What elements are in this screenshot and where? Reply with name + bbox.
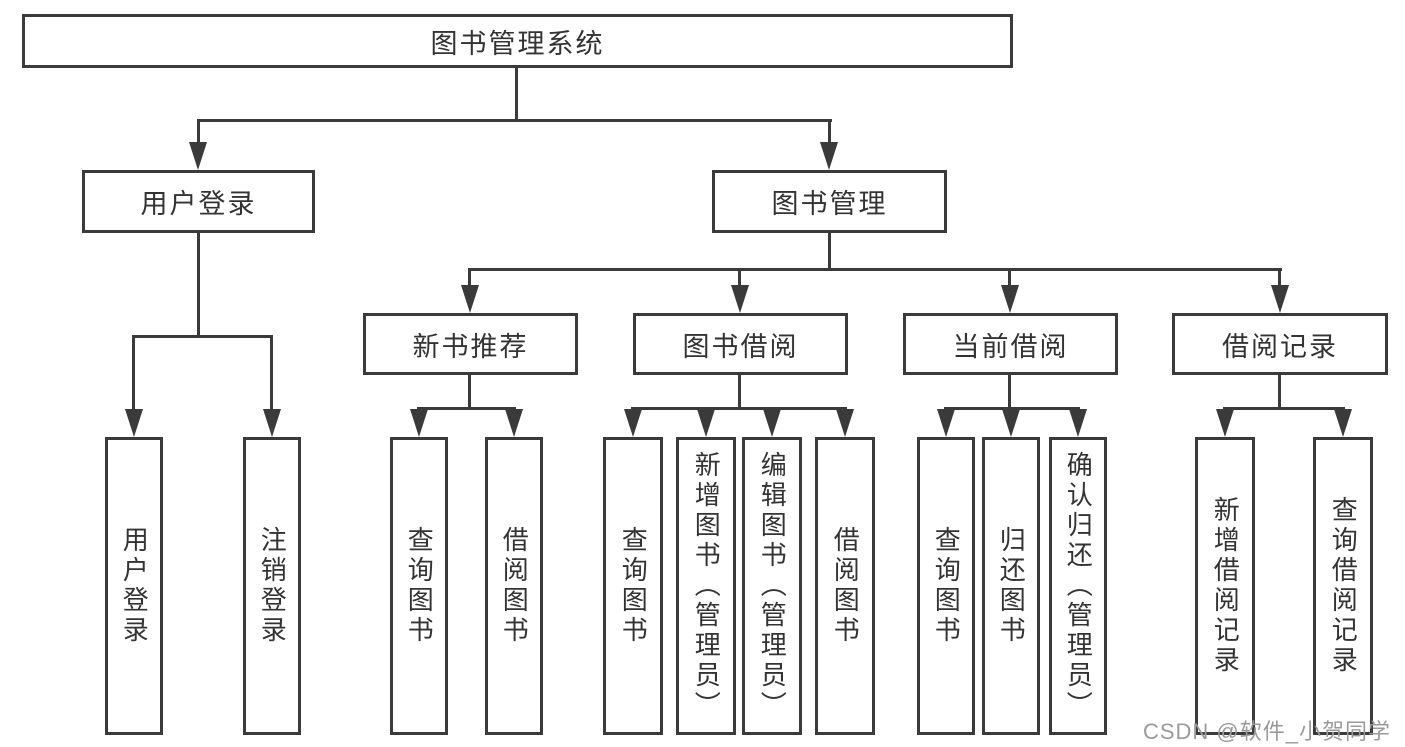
node-label: 用户登录 — [119, 526, 150, 646]
csdn-watermark: CSDN @软件_小贺同学 — [1142, 719, 1391, 744]
arrowhead-down-icon — [1002, 409, 1020, 437]
node-label: 查询借阅记录 — [1328, 496, 1359, 676]
arrowhead-down-icon — [1216, 409, 1234, 437]
arrowhead-down-icon — [1271, 285, 1289, 313]
leaf-query-books: 查询图书 — [603, 437, 663, 735]
arrowhead-down-icon — [1334, 409, 1352, 437]
connector-line — [828, 233, 831, 270]
node-label: 用户登录 — [140, 189, 257, 219]
node-label: 借阅图书 — [830, 526, 861, 646]
arrowhead-down-icon — [263, 409, 281, 437]
arrowhead-down-icon — [410, 409, 428, 437]
leaf-add-book-admin: 新增图书（管理员） — [676, 437, 736, 735]
leaf-logout: 注销登录 — [243, 437, 301, 735]
node-new-book-recommendation: 新书推荐 — [363, 313, 578, 375]
connector-line — [1278, 268, 1281, 288]
node-label: 新增借阅记录 — [1210, 496, 1241, 676]
arrowhead-down-icon — [461, 285, 479, 313]
connector-line — [944, 407, 1080, 410]
node-label: 查询图书 — [931, 526, 962, 646]
leaf-query-borrow-record: 查询借阅记录 — [1313, 437, 1373, 735]
node-label: 图书管理 — [771, 189, 888, 219]
arrowhead-down-icon — [189, 142, 207, 170]
connector-line — [417, 407, 516, 410]
node-label: 编辑图书（管理员） — [757, 451, 788, 721]
arrowhead-down-icon — [505, 409, 523, 437]
connector-line — [270, 335, 273, 411]
arrowhead-down-icon — [937, 409, 955, 437]
connector-line — [515, 68, 518, 121]
arrowhead-down-icon — [820, 142, 838, 170]
connector-line — [828, 119, 831, 145]
node-label: 查询图书 — [404, 526, 435, 646]
leaf-edit-book-admin: 编辑图书（管理员） — [742, 437, 802, 735]
leaf-user-login: 用户登录 — [105, 437, 163, 735]
connector-line — [197, 233, 200, 337]
node-library-management-system: 图书管理系统 — [22, 14, 1013, 68]
node-label: 查询图书 — [618, 526, 649, 646]
connector-line — [631, 407, 847, 410]
arrowhead-down-icon — [1069, 409, 1087, 437]
arrowhead-down-icon — [836, 409, 854, 437]
node-label: 新增图书（管理员） — [691, 451, 722, 721]
arrowhead-down-icon — [731, 285, 749, 313]
connector-line — [1008, 268, 1011, 288]
connector-line — [738, 375, 741, 410]
leaf-borrow-books: 借阅图书 — [815, 437, 875, 735]
node-borrowing-records: 借阅记录 — [1172, 313, 1388, 375]
node-label: 借阅图书 — [499, 526, 530, 646]
arrowhead-down-icon — [697, 409, 715, 437]
leaf-query-books: 查询图书 — [390, 437, 448, 735]
connector-line — [738, 268, 741, 288]
node-label: 注销登录 — [257, 526, 288, 646]
node-label: 当前借阅 — [952, 331, 1069, 362]
arrowhead-down-icon — [624, 409, 642, 437]
node-label: 归还图书 — [996, 526, 1027, 646]
node-label: 借阅记录 — [1222, 331, 1338, 362]
node-current-borrowing: 当前借阅 — [903, 313, 1118, 375]
connector-line — [1223, 407, 1345, 410]
connector-line — [197, 119, 200, 145]
arrowhead-down-icon — [125, 409, 143, 437]
node-label: 新书推荐 — [412, 331, 529, 362]
connector-line — [132, 335, 273, 338]
connector-line — [132, 335, 135, 411]
node-user-login: 用户登录 — [82, 170, 315, 233]
leaf-query-books: 查询图书 — [917, 437, 975, 735]
connector-line — [1278, 375, 1281, 410]
node-label: 图书管理系统 — [430, 28, 605, 59]
node-label: 图书借阅 — [682, 331, 799, 362]
leaf-add-borrow-record: 新增借阅记录 — [1195, 437, 1255, 735]
connector-line — [197, 119, 832, 122]
leaf-confirm-return-admin: 确认归还（管理员） — [1049, 437, 1107, 735]
connector-line — [468, 268, 1282, 271]
node-book-management: 图书管理 — [712, 170, 947, 233]
connector-line — [468, 268, 471, 288]
leaf-borrow-books: 借阅图书 — [485, 437, 543, 735]
arrowhead-down-icon — [763, 409, 781, 437]
node-label: 确认归还（管理员） — [1063, 451, 1094, 721]
node-book-borrowing: 图书借阅 — [633, 313, 848, 375]
arrowhead-down-icon — [1001, 285, 1019, 313]
leaf-return-books: 归还图书 — [982, 437, 1040, 735]
connector-line — [468, 375, 471, 410]
connector-line — [1008, 375, 1011, 410]
